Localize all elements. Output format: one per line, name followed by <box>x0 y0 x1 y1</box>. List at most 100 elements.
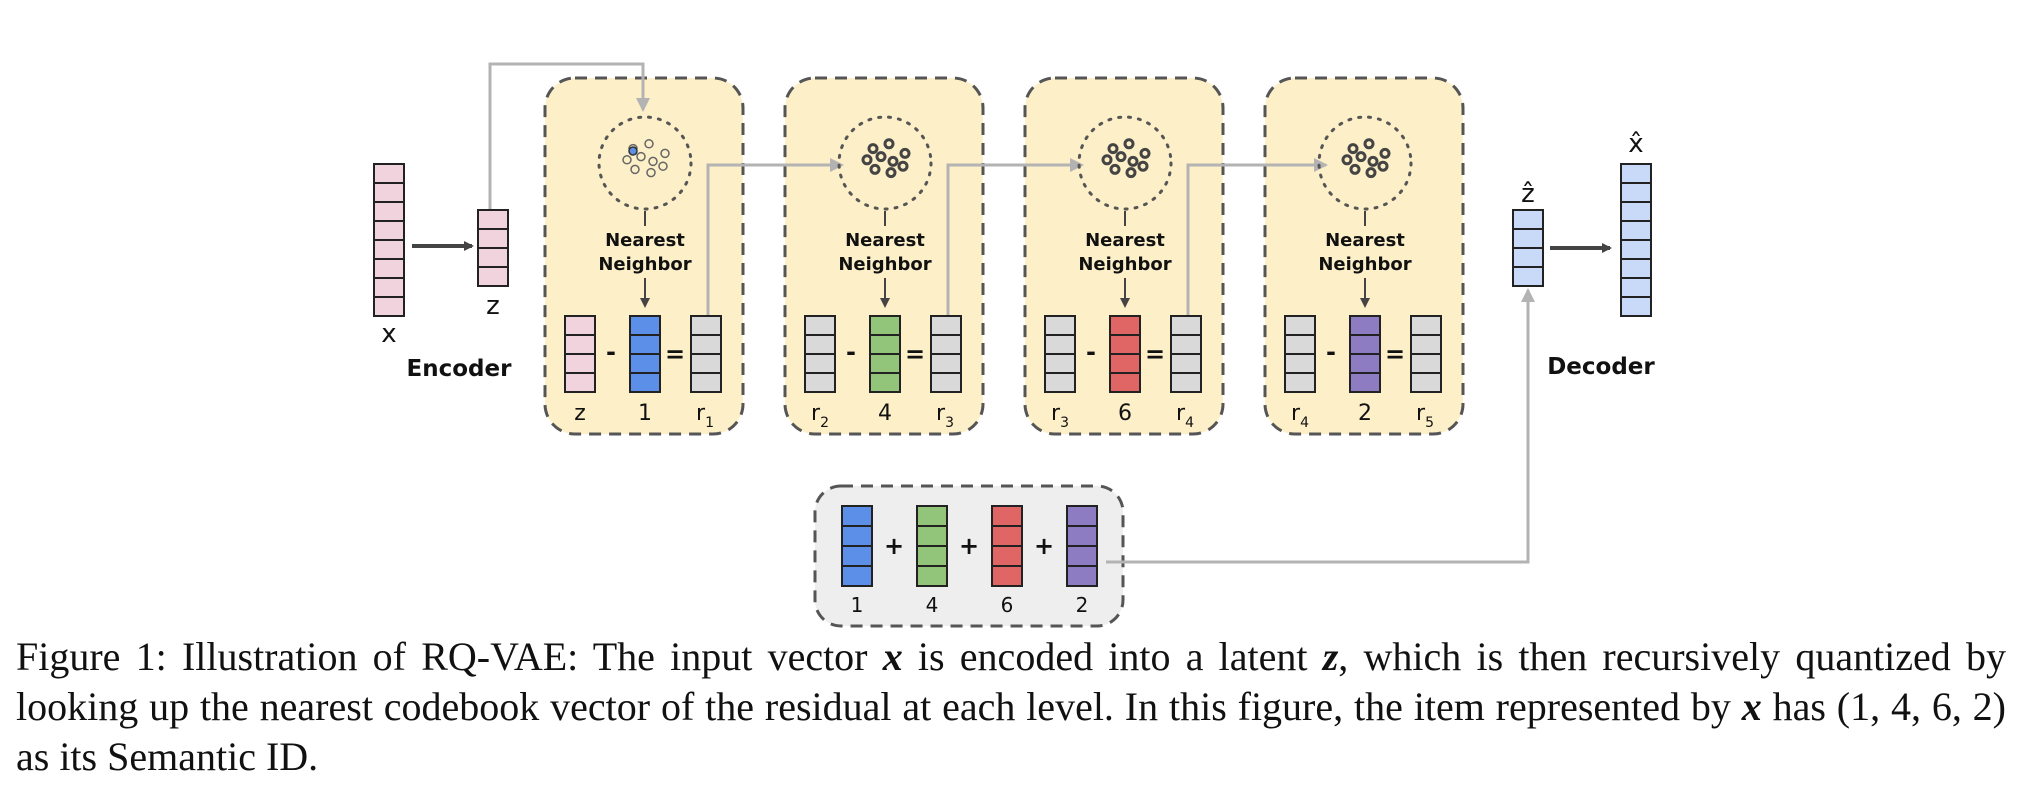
codebook-cluster <box>837 115 933 211</box>
residual-output-vector <box>690 315 722 393</box>
residual-output-vector <box>930 315 962 393</box>
codebook-point <box>1123 138 1135 150</box>
nearest-label: Nearest <box>605 230 685 251</box>
sum-vector-4 <box>1066 505 1098 587</box>
codebook-point <box>887 155 899 167</box>
code-label: 2 <box>1358 401 1372 426</box>
sum-vector-1 <box>841 505 873 587</box>
residual-output-vector <box>1170 315 1202 393</box>
codebook-point <box>1379 147 1391 159</box>
codebook-point <box>1355 151 1367 163</box>
plus-sign: + <box>884 532 904 560</box>
latent-vector-z <box>477 209 509 287</box>
codebook-point <box>646 167 656 178</box>
minus-sign: - <box>1326 338 1336 366</box>
sum-vector-2 <box>916 505 948 587</box>
x-label: x <box>381 319 396 349</box>
sum-box <box>813 484 1125 628</box>
equals-sign: = <box>1145 340 1165 368</box>
codebook-point <box>1107 143 1119 155</box>
xhat-label: x̂ <box>1628 129 1643 159</box>
codebook-vector <box>869 315 901 393</box>
codebook-point <box>1125 167 1137 179</box>
codebook-point <box>1139 147 1151 159</box>
codebook-point <box>897 160 909 172</box>
residual-input-vector <box>1044 315 1076 393</box>
decoder-label: Decoder <box>1547 354 1655 380</box>
codebook-point <box>867 143 879 155</box>
caption-var-z: z <box>1322 634 1339 679</box>
output-vector-xhat <box>1620 163 1652 317</box>
caption-var-x: x <box>882 634 903 679</box>
codebook-point <box>1365 167 1377 179</box>
z-label: z <box>486 291 500 321</box>
equals-sign: = <box>1385 340 1405 368</box>
codebook-point <box>1377 160 1389 172</box>
codebook-cluster <box>1317 115 1413 211</box>
neighbor-label: Neighbor <box>1078 254 1171 275</box>
codebook-point <box>1109 163 1121 175</box>
codebook-point <box>644 139 654 149</box>
plus-sign: + <box>959 532 979 560</box>
codebook-point <box>648 156 658 167</box>
codebook-point <box>660 148 670 159</box>
minus-sign: - <box>1086 338 1096 366</box>
quantized-vector-zhat <box>1512 209 1544 287</box>
codebook-point <box>636 151 646 162</box>
codebook-point <box>869 163 881 175</box>
neighbor-label: Neighbor <box>1318 254 1411 275</box>
caption-mid1: is encoded into a latent <box>902 634 1323 679</box>
zhat-label: ẑ <box>1521 179 1535 209</box>
codebook-point <box>622 155 632 165</box>
nearest-label: Nearest <box>1085 230 1165 251</box>
codebook-point <box>899 147 911 159</box>
equals-sign: = <box>905 340 925 368</box>
sum-vector-3 <box>991 505 1023 587</box>
codebook-point <box>1101 154 1113 166</box>
code-label: 1 <box>638 401 652 426</box>
codebook-vector <box>1349 315 1381 393</box>
residual-output-vector <box>1410 315 1442 393</box>
codebook-point <box>658 161 668 171</box>
codebook-point <box>1115 151 1127 163</box>
plus-sign: + <box>1034 532 1054 560</box>
codebook-point <box>875 151 887 163</box>
codebook-point <box>1347 143 1359 155</box>
code-label: 6 <box>1118 401 1132 426</box>
caption-suffix: as its Semantic ID. <box>16 734 319 779</box>
codebook-point <box>630 164 640 175</box>
codebook-point <box>1341 154 1353 166</box>
residual-input-label: z <box>574 401 586 426</box>
residual-input-vector <box>804 315 836 393</box>
selected-codebook-point <box>628 146 638 156</box>
codebook-point <box>1349 163 1361 175</box>
codebook-point <box>883 138 895 150</box>
sum-code-label: 2 <box>1076 593 1089 617</box>
sum-code-label: 1 <box>851 593 864 617</box>
codebook-point <box>861 154 873 166</box>
residual-input-vector <box>564 315 596 393</box>
minus-sign: - <box>606 338 616 366</box>
code-label: 4 <box>878 401 892 426</box>
encoder-label: Encoder <box>407 356 513 382</box>
arrow-r1-to-level2 <box>706 158 844 318</box>
arrow-r4-to-level4 <box>1186 158 1328 318</box>
codebook-vector <box>629 315 661 393</box>
caption-prefix: Figure 1: Illustration of RQ-VAE: The in… <box>16 634 883 679</box>
caption-mid3: has <box>1761 684 1837 729</box>
codebook-vector <box>1109 315 1141 393</box>
codebook-cluster <box>597 115 693 211</box>
neighbor-label: Neighbor <box>838 254 931 275</box>
codebook-point <box>1137 160 1149 172</box>
arrow-sum-to-zhat <box>1106 288 1535 564</box>
input-vector-x <box>373 163 405 317</box>
nearest-label: Nearest <box>1325 230 1405 251</box>
nearest-label: Nearest <box>845 230 925 251</box>
codebook-point <box>885 167 897 179</box>
codebook-cluster <box>1077 115 1173 211</box>
